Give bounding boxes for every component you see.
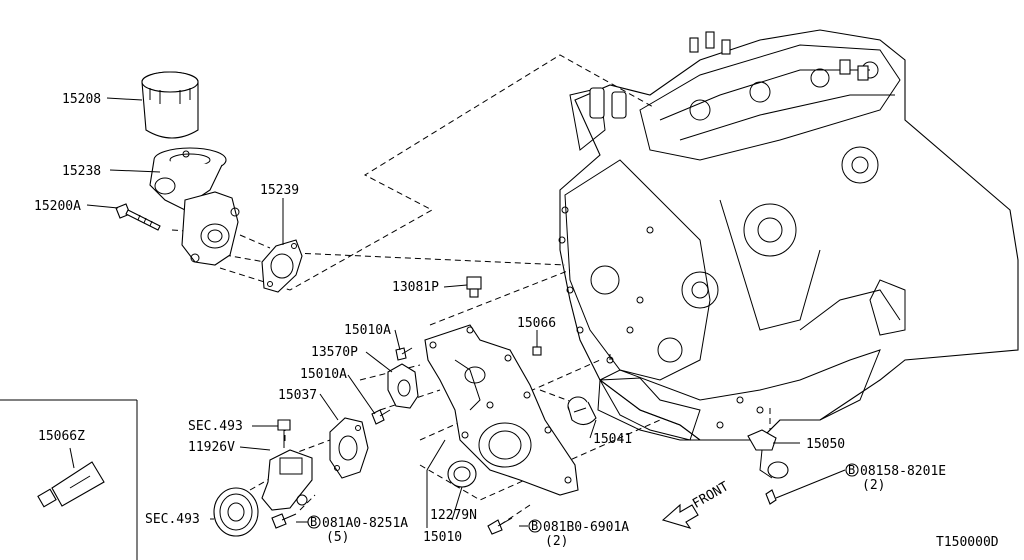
- bolt-15010a-mid-icon: [371, 409, 391, 425]
- label-15041: 15041: [593, 432, 632, 447]
- label-15010a-top: 15010A: [344, 323, 391, 338]
- label-15010a-mid: 15010A: [300, 367, 347, 382]
- label-bolt-8251a: 081A0-8251A: [322, 516, 408, 531]
- engine-block-icon: [558, 29, 1019, 441]
- sealant-tube-icon: [37, 447, 105, 508]
- plug-13081p-icon: [466, 276, 482, 298]
- label-15037: 15037: [278, 388, 317, 403]
- pulley-icon: [213, 487, 259, 537]
- gasket-15037-icon: [329, 417, 369, 479]
- bolt-marker-icon: [307, 515, 321, 529]
- label-bolt-6901a-qty: (2): [545, 534, 568, 549]
- bolt-15200a-icon: [115, 203, 161, 231]
- label-15010: 15010: [423, 530, 462, 545]
- gasket-13570p-icon: [387, 363, 419, 409]
- label-15238: 15238: [62, 164, 101, 179]
- label-13570p: 13570P: [311, 345, 358, 360]
- label-15050: 15050: [806, 437, 845, 452]
- label-front: FRONT: [690, 479, 732, 512]
- oil-seal-icon: [447, 460, 477, 488]
- bracket-11926v-icon: [261, 449, 313, 511]
- oil-filter-icon: [141, 71, 199, 139]
- diagram-code: T150000D: [936, 535, 999, 550]
- label-bolt-8201e-qty: (2): [862, 478, 885, 493]
- bolt-6901a-callout: B 081B0-6901A (2): [528, 519, 629, 549]
- bolt-8251a-callout: B 081A0-8251A (5): [307, 515, 408, 545]
- bolt-marker-icon: [528, 519, 542, 533]
- bolt-8201e-callout: B 08158-8201E (2): [845, 463, 946, 493]
- label-bolt-6901a: 081B0-6901A: [543, 520, 629, 535]
- label-12279n: 12279N: [430, 508, 477, 523]
- label-11926v: 11926V: [188, 440, 235, 455]
- label-bolt-8251a-qty: (5): [326, 530, 349, 545]
- label-sec493-bottom: SEC.493: [145, 512, 200, 527]
- bolt-marker-8251a: B: [310, 515, 317, 529]
- inset-box: [0, 399, 138, 560]
- gasket-15239-icon: [261, 239, 303, 293]
- bolt-sec493-icon: [277, 419, 291, 448]
- bolt-marker-icon: [845, 463, 859, 477]
- label-15200a: 15200A: [34, 199, 81, 214]
- leader-lines: [86, 97, 846, 528]
- label-15208: 15208: [62, 92, 101, 107]
- label-15066z: 15066Z: [38, 429, 85, 444]
- bolt-marker-8201e: B: [848, 463, 855, 477]
- oil-strainer-icon: [747, 429, 789, 505]
- bolt-6901a-icon: [487, 517, 513, 535]
- chain-guide-15041-icon: [567, 396, 597, 426]
- label-bolt-8201e: 08158-8201E: [860, 464, 946, 479]
- filter-bracket-icon: [149, 147, 240, 266]
- bolt-15010a-top-icon: [395, 347, 413, 361]
- label-13081p: 13081P: [392, 280, 439, 295]
- label-sec493-top: SEC.493: [188, 419, 243, 434]
- bolt-8251a-icon: [271, 513, 297, 529]
- front-arrow-icon: [661, 503, 699, 529]
- label-15239: 15239: [260, 183, 299, 198]
- label-15066: 15066: [517, 316, 556, 331]
- front-cover-icon: [424, 324, 579, 496]
- bolt-marker-6901a: B: [531, 519, 538, 533]
- dowel-15066-icon: [532, 346, 542, 356]
